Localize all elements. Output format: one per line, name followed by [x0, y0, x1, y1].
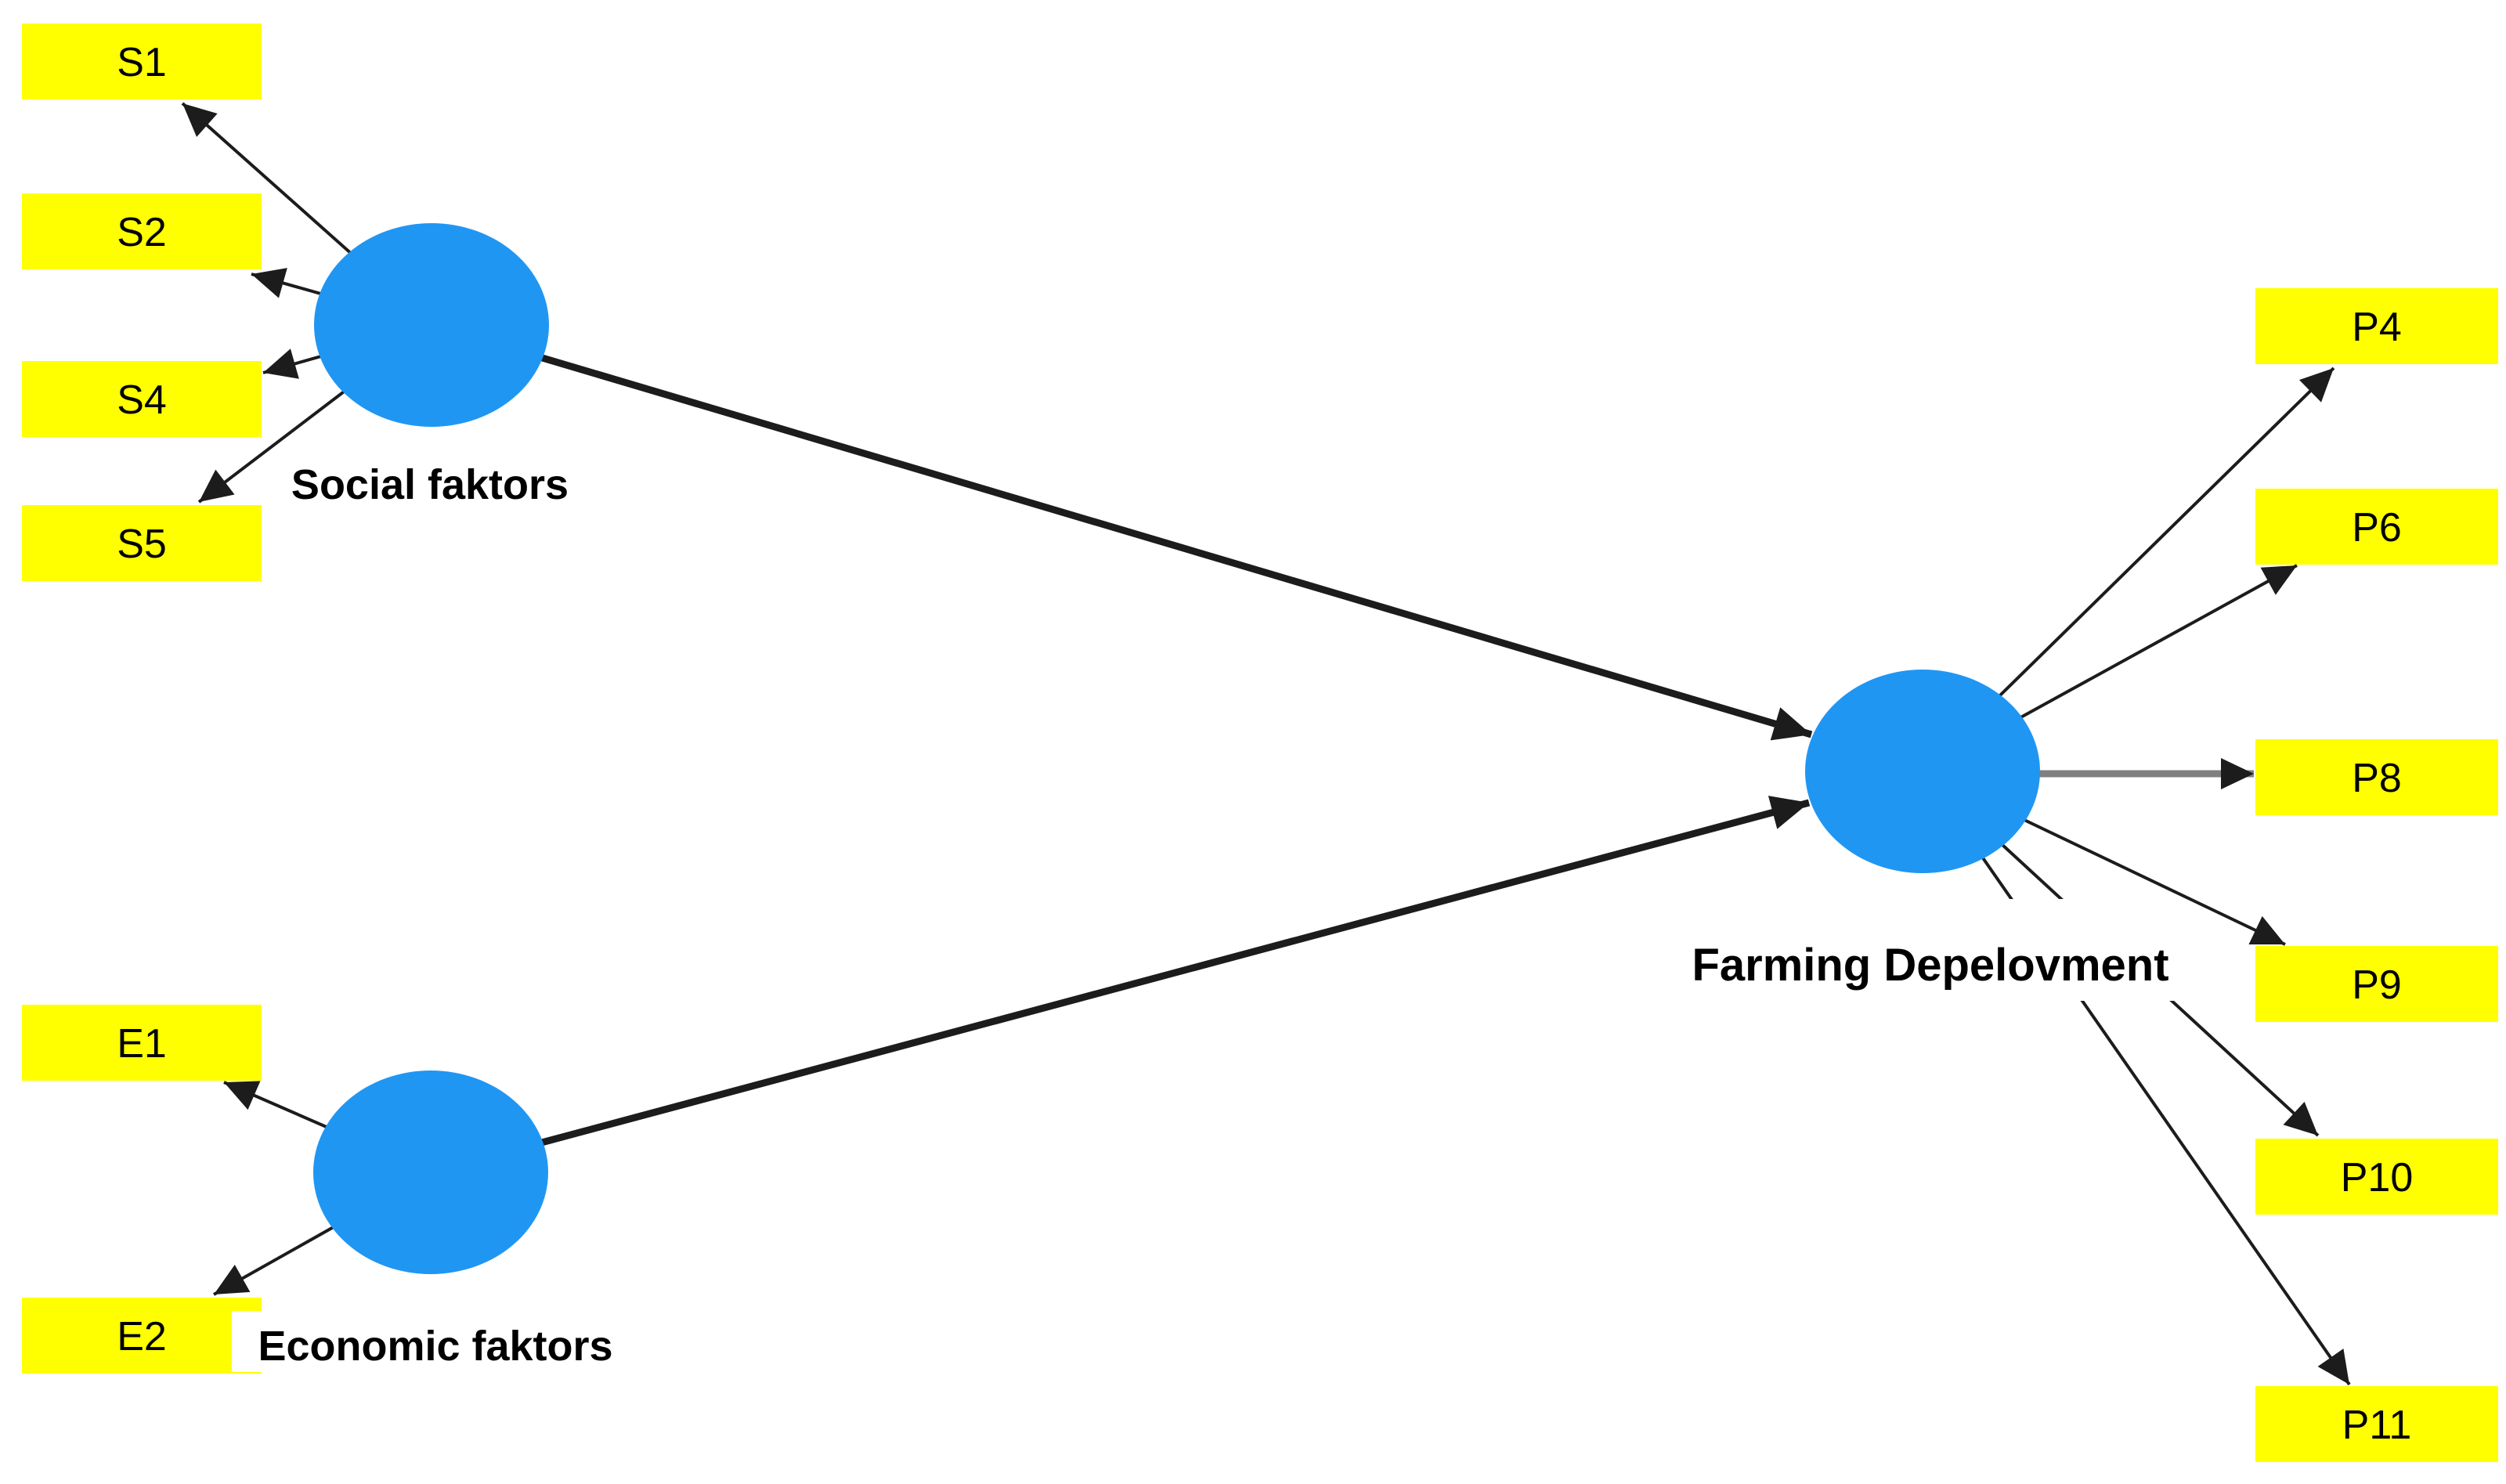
indicator-p9 — [2255, 946, 2498, 1022]
latent-social-label: Social faktors — [291, 461, 569, 508]
latent-economic-ellipse — [313, 1071, 548, 1274]
latent-farming-label: Farming Depelovment — [1692, 940, 2168, 991]
indicator-s1-box — [22, 23, 262, 99]
indicator-s4-label: S4 — [117, 377, 167, 423]
farming-label-background — [1684, 899, 2177, 1001]
indicator-p9-box — [2255, 946, 2498, 1022]
indicator-p9-label: P9 — [2352, 962, 2402, 1008]
indicator-e1-label: E1 — [117, 1021, 167, 1067]
indicator-s5-label: S5 — [117, 522, 167, 567]
indicator-e2 — [22, 1298, 262, 1374]
indicator-p8 — [2255, 739, 2498, 815]
latent-farming-ellipse — [1805, 670, 2040, 873]
indicator-s5-box — [22, 505, 262, 581]
indicator-p6-box — [2255, 489, 2498, 565]
arrow-farming-to-p11 — [1921, 770, 2351, 1386]
indicator-e1 — [22, 1005, 262, 1081]
indicator-e1-box — [22, 1005, 262, 1081]
indicator-p8-label: P8 — [2352, 756, 2402, 801]
indicator-p8-box — [2255, 739, 2498, 815]
indicator-s2 — [22, 193, 262, 269]
indicator-p11 — [2255, 1386, 2498, 1462]
latent-economic-label: Economic faktors — [258, 1323, 612, 1370]
indicator-s4 — [22, 361, 262, 437]
indicator-s4-box — [22, 361, 262, 437]
latent-social-ellipse — [314, 223, 549, 427]
indicator-p10-box — [2255, 1139, 2498, 1215]
indicator-p10 — [2255, 1139, 2498, 1215]
economic-label-background — [232, 1311, 634, 1372]
indicator-p4-label: P4 — [2352, 305, 2402, 350]
indicator-s1 — [22, 23, 262, 99]
arrow-social-to-farming — [430, 321, 1813, 741]
indicator-p11-box — [2255, 1386, 2498, 1462]
indicator-s5 — [22, 505, 262, 581]
indicator-p11-label: P11 — [2342, 1403, 2412, 1448]
indicator-p6-label: P6 — [2352, 505, 2402, 551]
indicator-s2-label: S2 — [117, 210, 167, 255]
indicator-s2-box — [22, 193, 262, 269]
indicator-p6 — [2255, 489, 2498, 565]
indicator-p4 — [2255, 288, 2498, 364]
indicator-p4-box — [2255, 288, 2498, 364]
arrow-economic-to-farming — [429, 796, 1811, 1176]
indicator-e2-box — [22, 1298, 262, 1374]
indicator-e2-label: E2 — [117, 1314, 167, 1359]
indicator-s1-label: S1 — [117, 40, 167, 85]
indicator-p10-label: P10 — [2341, 1155, 2414, 1201]
